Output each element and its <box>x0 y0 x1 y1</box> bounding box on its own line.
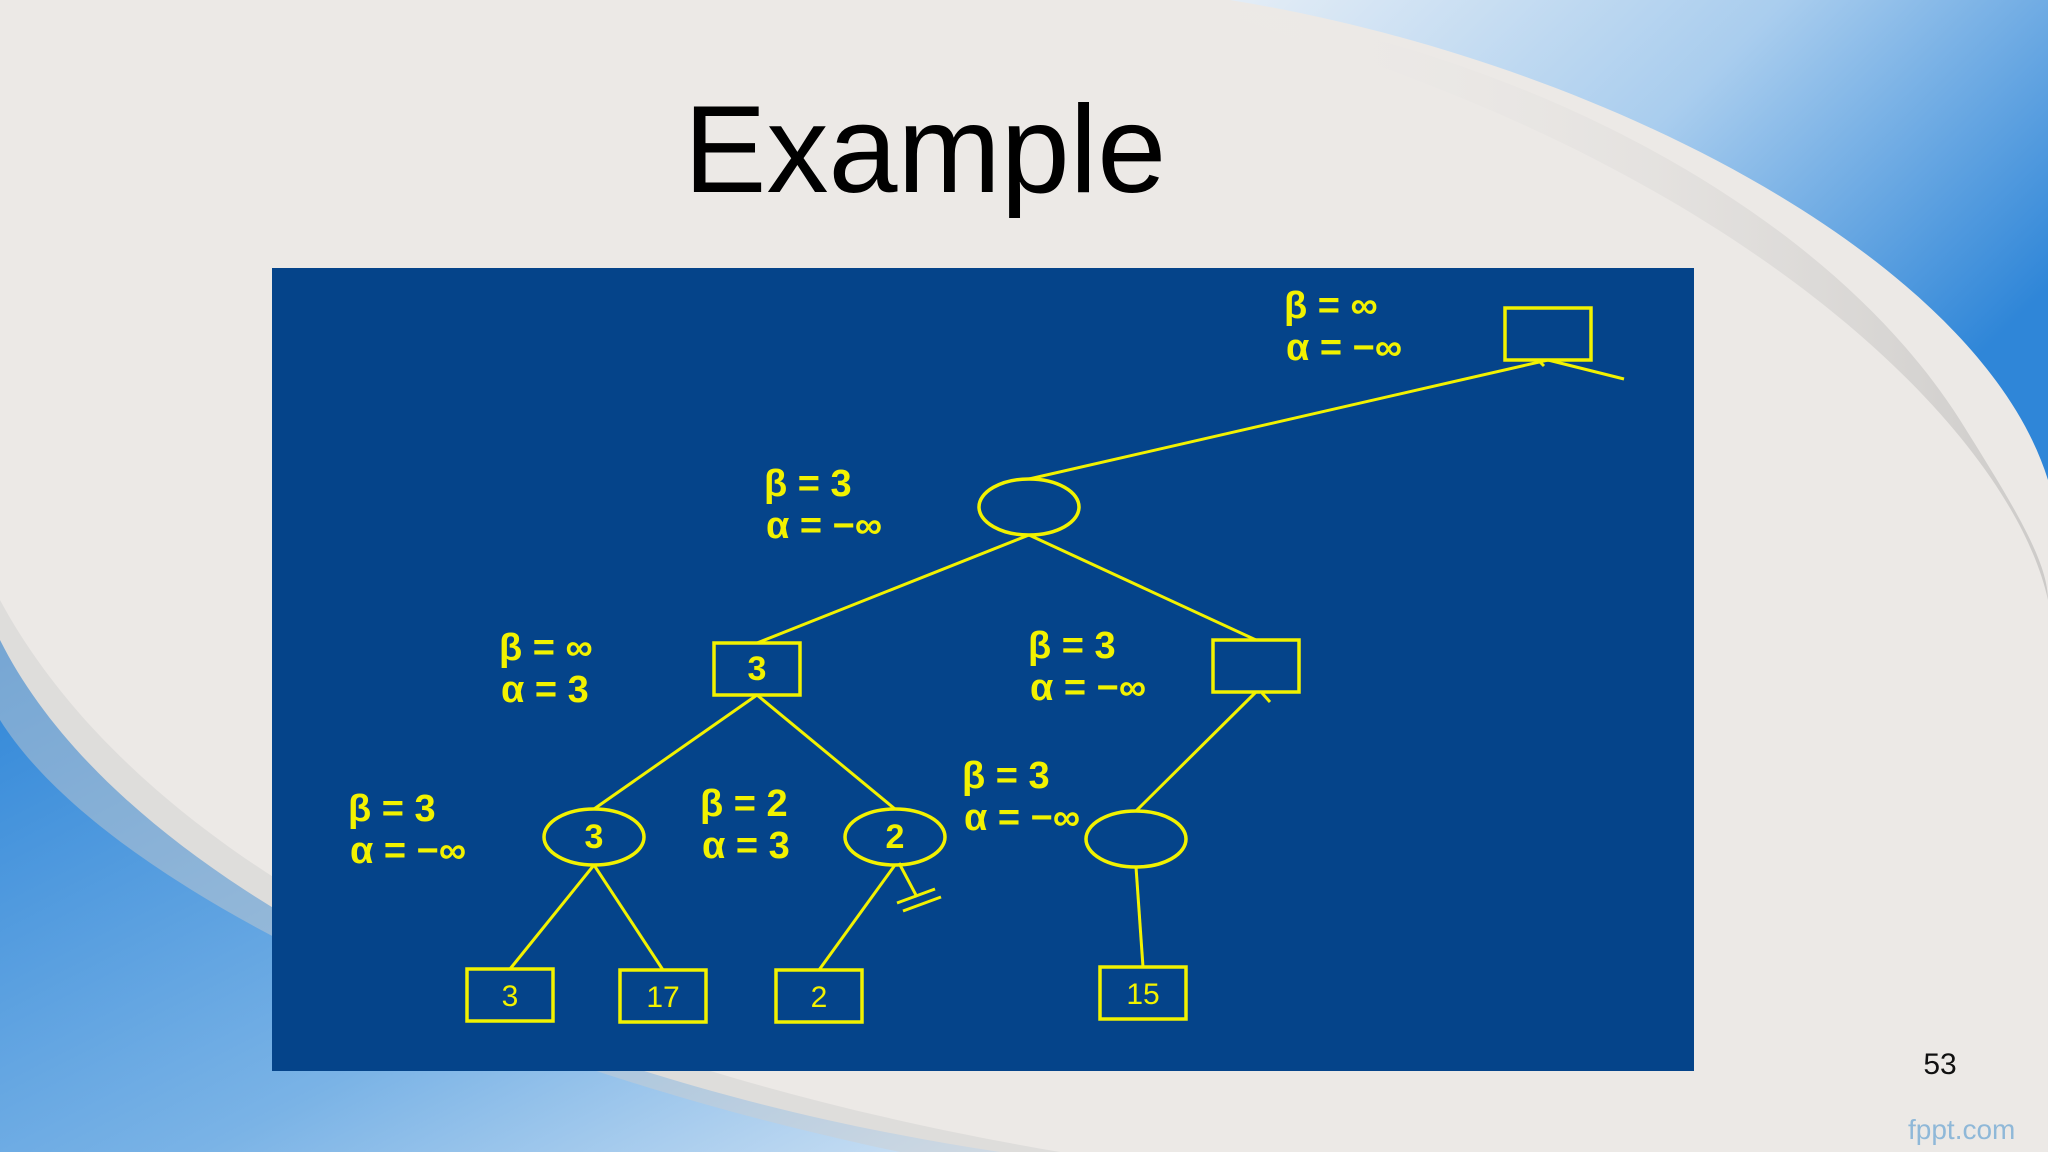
edge-n4-l1 <box>508 864 596 970</box>
alpha-label-n1: α = −∞ <box>766 505 882 547</box>
bottom-left-swoosh <box>0 640 1000 1152</box>
max-node-root <box>1503 306 1593 362</box>
min-node-n4 <box>542 807 646 867</box>
edge-root-n1 <box>1028 358 1549 481</box>
pruned-branch-n5 <box>897 862 919 898</box>
n3-tick <box>1260 692 1272 703</box>
slide-number: 53 <box>1923 1048 1957 1081</box>
max-node-n3 <box>1211 638 1301 694</box>
footer-brand: fppt.com <box>1908 1114 2016 1145</box>
node-value-l4: 15 <box>1126 978 1159 1011</box>
beta-label-n4: β = 3 <box>348 788 436 830</box>
edge-n4-l2 <box>592 864 665 971</box>
slide-title: Example <box>683 81 1167 219</box>
beta-label-n2: β = ∞ <box>499 627 593 669</box>
prune-cut-mark <box>902 895 942 913</box>
node-value-l2: 17 <box>646 981 679 1014</box>
beta-label-n5: β = 2 <box>700 783 788 825</box>
beta-label-n3: β = 3 <box>1028 625 1116 667</box>
node-value-n4: 3 <box>585 818 604 856</box>
node-value-n2: 3 <box>748 650 767 688</box>
leaf-node-l2 <box>618 968 708 1024</box>
alpha-label-n4: α = −∞ <box>350 830 466 872</box>
root-tick <box>1536 358 1546 368</box>
top-right-swoosh <box>1230 0 2048 480</box>
leaf-node-l3 <box>774 968 864 1024</box>
edge-root-stub <box>1547 358 1625 381</box>
edge-n1-n2 <box>756 533 1030 645</box>
max-node-n2 <box>712 641 802 697</box>
edge-n6-l4 <box>1134 866 1145 968</box>
min-node-n5 <box>843 807 947 867</box>
edge-n2-n5 <box>756 693 896 811</box>
min-node-n1 <box>977 477 1081 537</box>
alpha-beta-labels: β = ∞α = −∞β = 3α = −∞β = ∞α = 3β = 3α =… <box>348 285 1402 872</box>
alpha-label-n6: α = −∞ <box>964 797 1080 839</box>
node-value-n5: 2 <box>886 818 905 856</box>
node-value-l3: 2 <box>811 981 828 1014</box>
prune-cut-mark <box>896 887 936 905</box>
leaf-node-l4 <box>1098 965 1188 1021</box>
edge-n5-l3 <box>817 864 897 971</box>
edge-n3-n6 <box>1134 690 1258 813</box>
beta-label-root: β = ∞ <box>1284 285 1378 327</box>
alpha-label-n5: α = 3 <box>702 825 790 867</box>
alpha-label-n2: α = 3 <box>501 669 589 711</box>
node-value-l1: 3 <box>502 980 519 1013</box>
leaf-node-l1 <box>465 967 555 1023</box>
edge-n2-n4 <box>593 693 758 811</box>
beta-label-n6: β = 3 <box>962 755 1050 797</box>
pruning-marks <box>896 862 942 913</box>
tree-nodes: 3 3 2 3 17 2 15 <box>465 306 1593 1024</box>
tree-edges <box>508 358 1625 971</box>
alpha-label-n3: α = −∞ <box>1030 667 1146 709</box>
beta-label-n1: β = 3 <box>764 463 852 505</box>
edge-n1-n3 <box>1028 533 1257 642</box>
min-node-n6 <box>1084 809 1188 869</box>
alpha-label-root: α = −∞ <box>1286 327 1402 369</box>
